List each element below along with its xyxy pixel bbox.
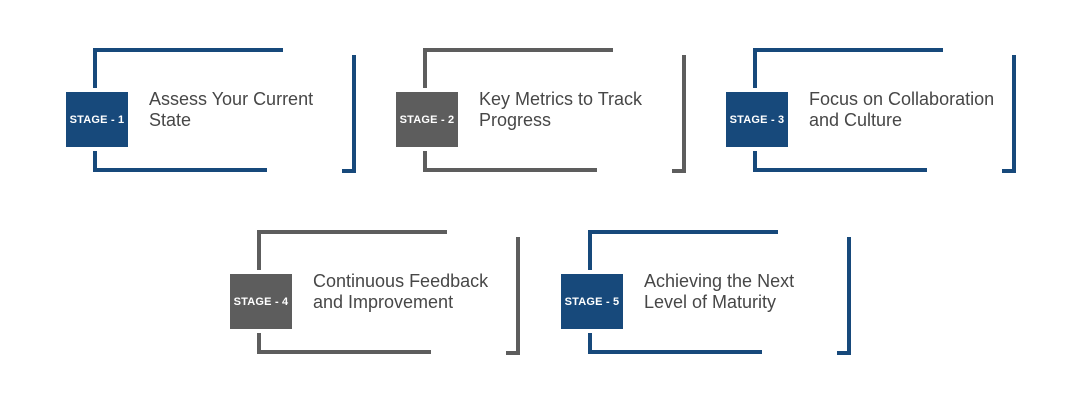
stage-5-badge: STAGE - 5 xyxy=(557,270,627,333)
stage-4-badge-label: STAGE - 4 xyxy=(233,295,289,308)
stage-1-frame-right-bracket-foot xyxy=(342,169,356,173)
stage-1-title-line-2: State xyxy=(149,110,192,130)
stage-2-title-line-2: Progress xyxy=(479,110,552,130)
stage-4-frame-right-bracket xyxy=(516,237,520,355)
stage-2-title-line-1: Key Metrics to Track xyxy=(479,89,643,109)
stage-4-title-line-2: and Improvement xyxy=(313,292,454,312)
stage-5-badge-label: STAGE - 5 xyxy=(564,295,620,308)
stage-5-frame-bottom-line xyxy=(588,350,762,354)
stage-3-block: STAGE - 3 Focus on Collaboration and Cul… xyxy=(722,48,1026,178)
stage-3-title-line-1: Focus on Collaboration xyxy=(809,89,995,109)
stage-2-frame-bottom-line xyxy=(423,168,597,172)
stage-1-badge: STAGE - 1 xyxy=(62,88,132,151)
stage-4-badge: STAGE - 4 xyxy=(226,270,296,333)
stage-5-title: Achieving the Next Level of Maturity xyxy=(644,230,856,354)
stage-4-frame-bottom-line xyxy=(257,350,431,354)
stage-5-frame-right-bracket xyxy=(847,237,851,355)
stage-3-frame-top-line xyxy=(753,48,943,52)
stage-2-frame-top-line xyxy=(423,48,613,52)
stage-4-frame-right-bracket-foot xyxy=(506,351,520,355)
stage-2-frame-right-bracket-foot xyxy=(672,169,686,173)
stage-4-frame-top-line xyxy=(257,230,447,234)
stage-3-frame-bottom-line xyxy=(753,168,927,172)
stage-4-title-line-1: Continuous Feedback xyxy=(313,271,489,291)
stage-5-title-line-1: Achieving the Next xyxy=(644,271,795,291)
stage-3-frame-right-bracket-foot xyxy=(1002,169,1016,173)
stage-1-title: Assess Your Current State xyxy=(149,48,361,172)
stage-3-title: Focus on Collaboration and Culture xyxy=(809,48,1021,172)
stage-5-frame-top-line xyxy=(588,230,778,234)
stage-5-frame-right-bracket-foot xyxy=(837,351,851,355)
stage-1-frame-bottom-line xyxy=(93,168,267,172)
stage-5-title-line-2: Level of Maturity xyxy=(644,292,777,312)
stage-1-frame-top-line xyxy=(93,48,283,52)
stage-3-badge: STAGE - 3 xyxy=(722,88,792,151)
stage-2-block: STAGE - 2 Key Metrics to Track Progress xyxy=(392,48,696,178)
stage-3-frame-right-bracket xyxy=(1012,55,1016,173)
stage-2-title: Key Metrics to Track Progress xyxy=(479,48,691,172)
stage-3-badge-label: STAGE - 3 xyxy=(729,113,785,126)
stage-3-title-line-2: and Culture xyxy=(809,110,903,130)
stage-2-badge-label: STAGE - 2 xyxy=(399,113,455,126)
stage-5-block: STAGE - 5 Achieving the Next Level of Ma… xyxy=(557,230,861,360)
stage-2-frame-right-bracket xyxy=(682,55,686,173)
stage-2-badge: STAGE - 2 xyxy=(392,88,462,151)
stage-4-title: Continuous Feedback and Improvement xyxy=(313,230,525,354)
stage-1-title-line-1: Assess Your Current xyxy=(149,89,314,109)
stage-1-block: STAGE - 1 Assess Your Current State xyxy=(62,48,366,178)
stage-1-badge-label: STAGE - 1 xyxy=(69,113,125,126)
stage-4-block: STAGE - 4 Continuous Feedback and Improv… xyxy=(226,230,530,360)
stage-1-frame-right-bracket xyxy=(352,55,356,173)
